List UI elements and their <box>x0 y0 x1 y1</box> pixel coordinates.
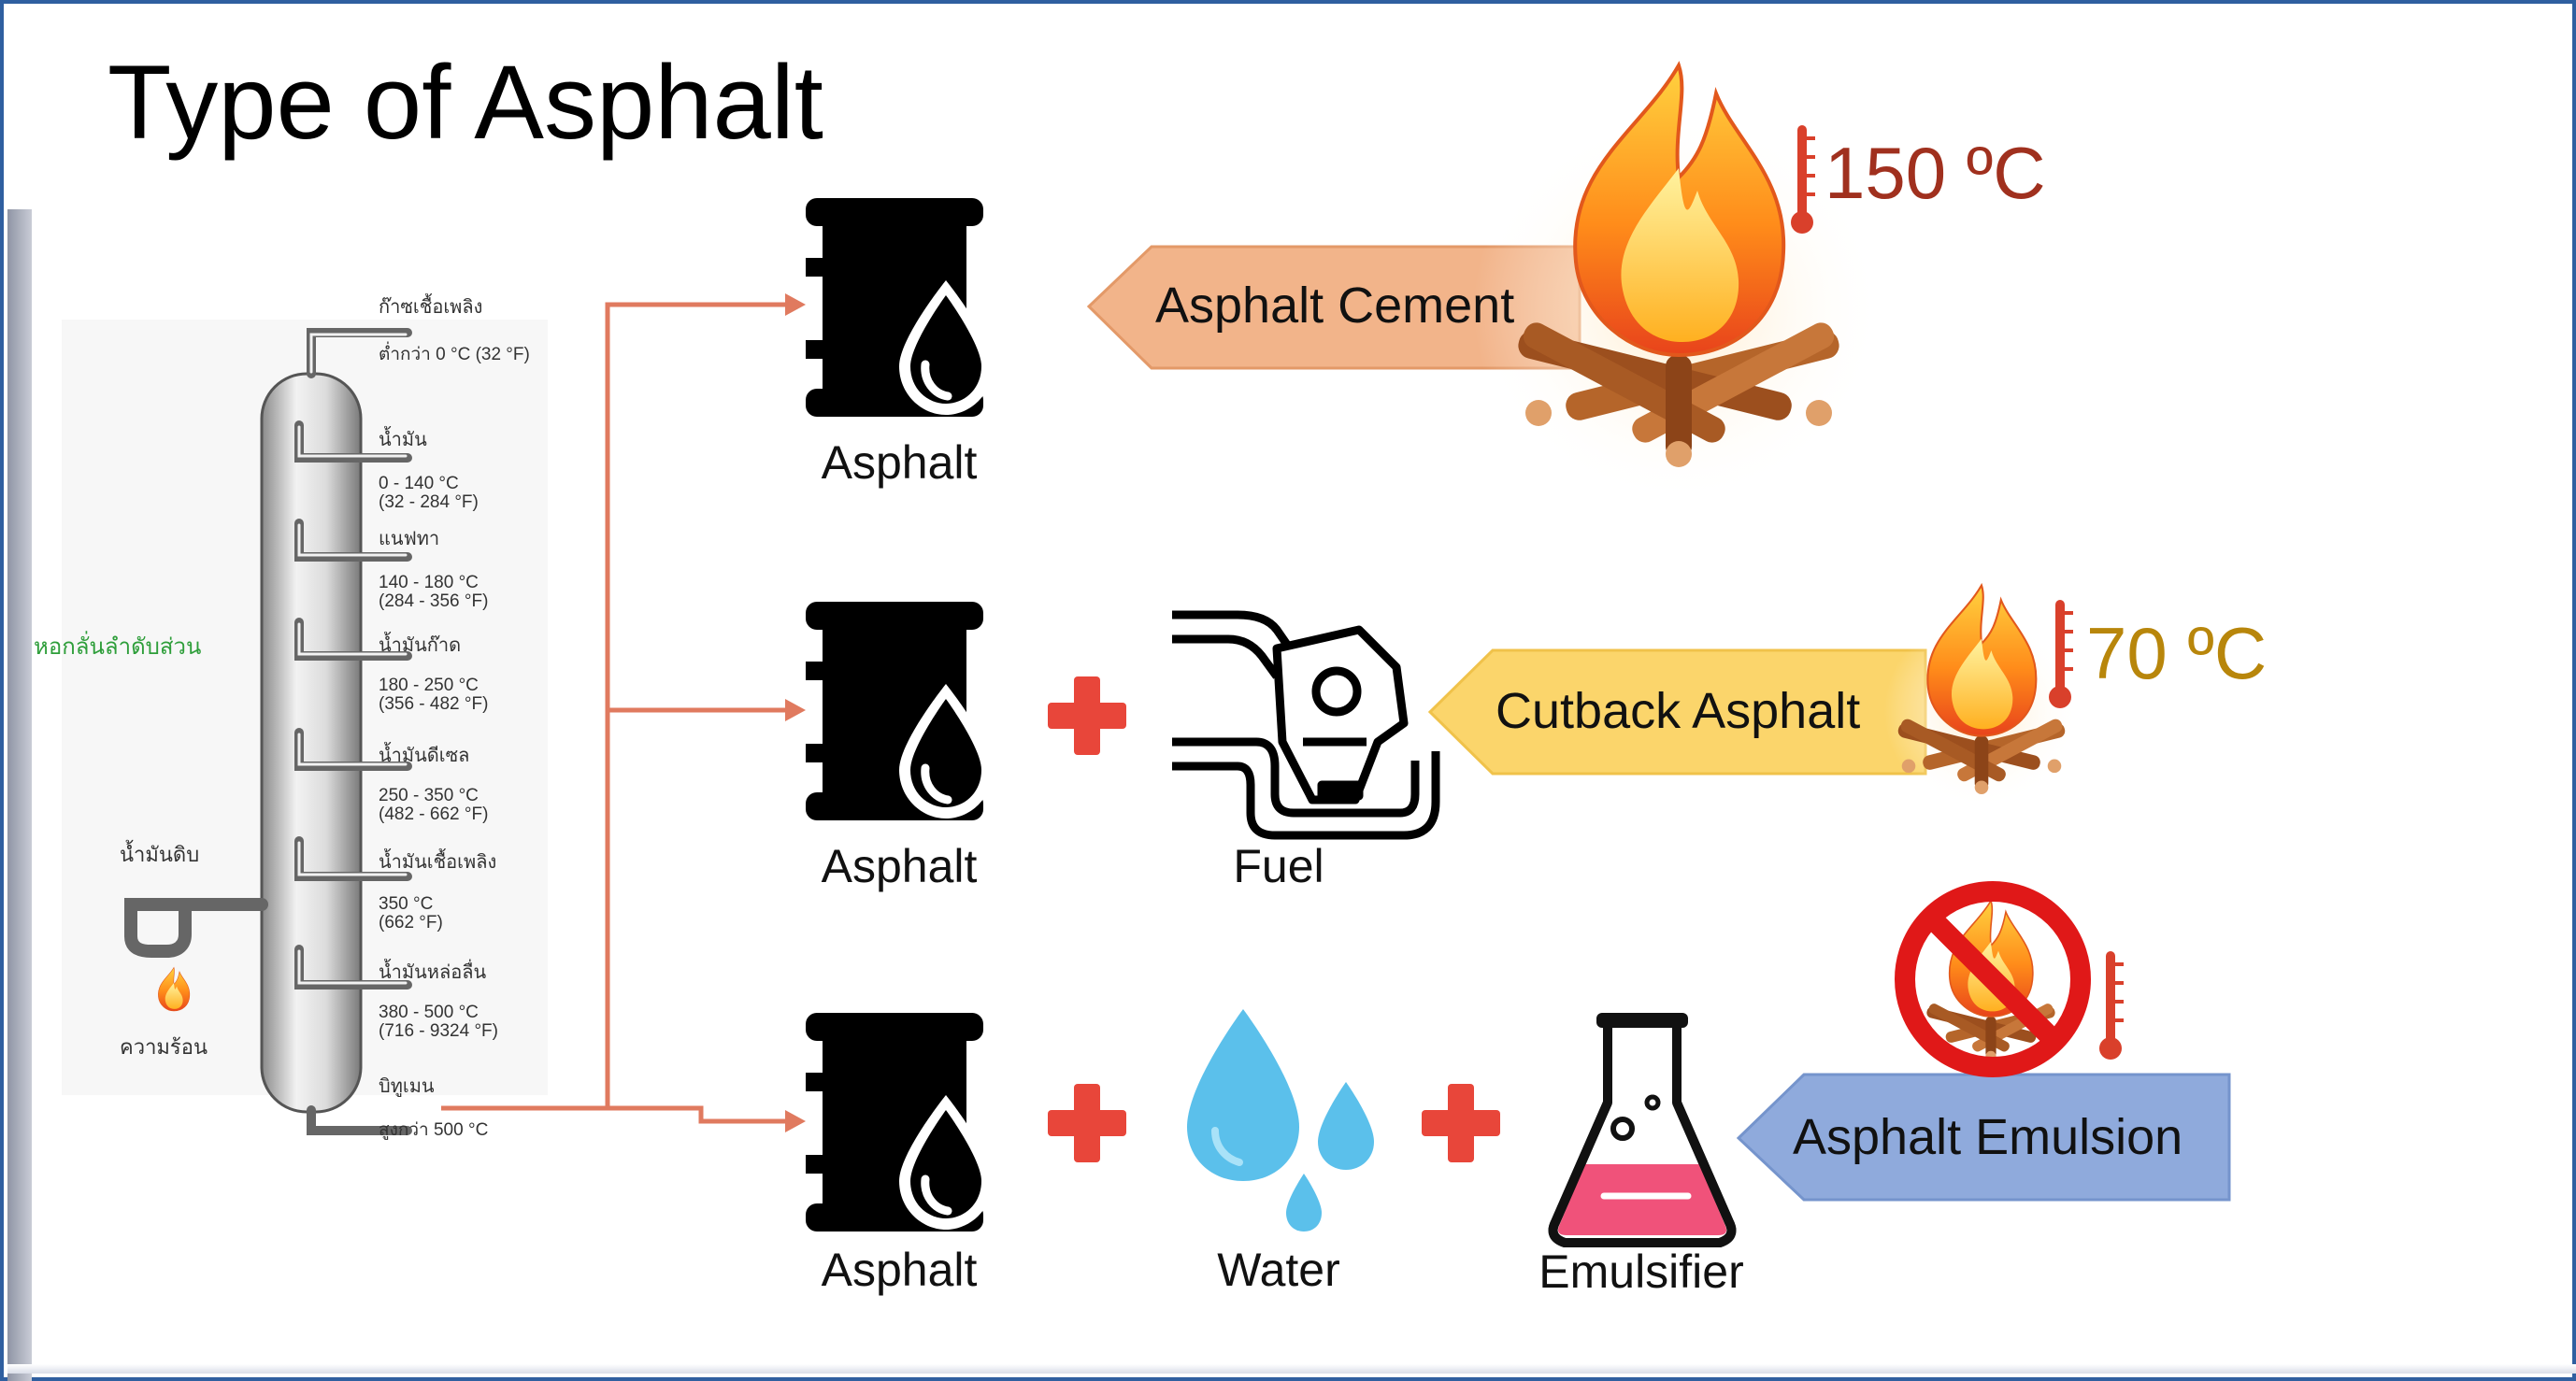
asphalt-emulsion-callout <box>1736 1073 2231 1202</box>
arrowheads <box>785 293 806 1132</box>
tower-output-label: แนฟทา <box>379 529 440 549</box>
tower-output-label: น้ำมันหล่อลื่น <box>379 962 487 983</box>
cutback-asphalt-label: Cutback Asphalt <box>1496 683 1861 739</box>
asphalt-label: Asphalt <box>821 840 978 892</box>
tower-output-temp: สูงกว่า 500 °C <box>379 1120 489 1140</box>
small-campfire-icon <box>1884 584 2079 809</box>
connector-arrows <box>441 302 793 1124</box>
crude-oil-label: น้ำมันดิบ <box>120 843 200 866</box>
no-fire-icon <box>1895 881 2091 1077</box>
tower-output-label: น้ำมัน <box>379 430 427 450</box>
tower-column <box>260 372 363 1114</box>
tower-output-temp: 0 - 140 °C (32 - 284 °F) <box>379 474 479 512</box>
tower-output-label: บิทูเมน <box>379 1076 435 1097</box>
slide-edge-bar <box>7 209 32 1381</box>
asphalt-barrel-icon <box>806 1013 993 1232</box>
tower-output-label: น้ำมันเชื้อเพลิง <box>379 852 497 873</box>
temperature-150: 150 ºC <box>1825 132 2046 214</box>
fuel-label: Fuel <box>1233 840 1324 892</box>
emulsifier-flask-icon <box>1548 1013 1737 1247</box>
plus-icon <box>1422 1084 1500 1162</box>
emulsifier-label: Emulsifier <box>1538 1246 1744 1298</box>
slide-bottom-shadow <box>7 1364 2576 1374</box>
heat-label: ความร้อน <box>120 1035 208 1059</box>
tower-output-temp: 250 - 350 °C (482 - 662 °F) <box>379 786 489 824</box>
water-drops-icon <box>1187 1009 1374 1232</box>
plus-icon <box>1048 1084 1126 1162</box>
slide-title: Type of Asphalt <box>107 44 823 161</box>
tower-side-label: หอกลั่นลำดับส่วน <box>34 634 202 660</box>
tower-output-label: น้ำมันดีเซล <box>379 746 470 766</box>
asphalt-cement-label: Asphalt Cement <box>1155 278 1515 334</box>
tower-output-temp: 180 - 250 °C (356 - 482 °F) <box>379 676 489 714</box>
tower-output-temp: 380 - 500 °C (716 - 9324 °F) <box>379 1003 498 1041</box>
distillation-tower <box>62 320 548 1135</box>
asphalt-emulsion-label: Asphalt Emulsion <box>1793 1109 2183 1165</box>
asphalt-label: Asphalt <box>821 436 978 489</box>
asphalt-barrel-icon <box>806 198 993 417</box>
temperature-70: 70 ºC <box>2086 612 2268 694</box>
asphalt-barrel-icon <box>806 602 993 820</box>
water-label: Water <box>1217 1244 1340 1296</box>
tower-output-temp: 140 - 180 °C (284 - 356 °F) <box>379 573 489 611</box>
large-campfire-icon <box>1473 64 1884 505</box>
plus-icon <box>1048 676 1126 755</box>
fuel-nozzle-icon <box>1172 610 1440 840</box>
asphalt-label: Asphalt <box>821 1244 978 1296</box>
tower-output-temp: ต่ำกว่า 0 °C (32 °F) <box>379 345 530 364</box>
thermometer-icon <box>2097 949 2125 1061</box>
tower-output-label: ก๊าซเชื้อเพลิง <box>379 297 483 318</box>
tower-output-label: น้ำมันก๊าด <box>379 635 462 656</box>
tower-output-temp: 350 °C (662 °F) <box>379 894 443 933</box>
